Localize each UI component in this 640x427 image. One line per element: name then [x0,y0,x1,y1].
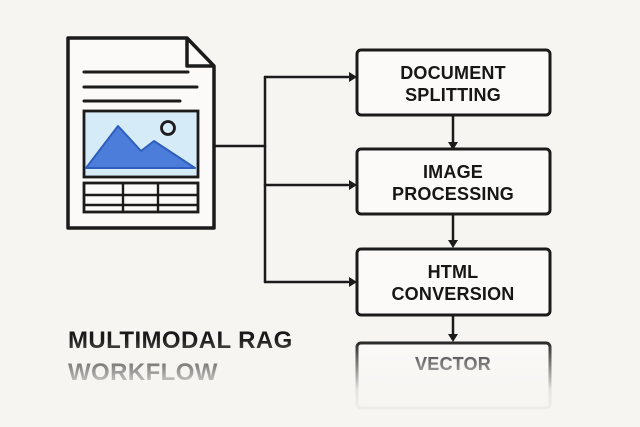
arrowhead-down-3 [448,334,458,342]
step-label-image-processing: IMAGE PROCESSING [391,162,515,204]
step-label-vector: VECTOR [415,354,491,374]
arrowheads [349,72,458,342]
arrowhead-to-step-2 [349,180,357,190]
diagram-title-line-1: MULTIMODAL RAG [68,327,293,354]
document-fold [185,38,214,68]
image-icon [82,109,200,179]
diagram-title-line-2: WORKFLOW [68,359,218,386]
arrowhead-down-1 [448,142,458,150]
connector-lines [212,75,455,336]
step-label-html-conversion: HTML CONVERSION [391,262,515,304]
mountain-shape [85,125,196,169]
step-box-html-conversion [355,247,552,317]
step-box-image-processing [355,147,552,216]
step-label-document-splitting: DOCUMENT SPLITTING [400,63,506,105]
step-box-document-splitting [355,48,552,117]
arrowhead-to-step-1 [349,72,357,82]
document-icon [66,36,216,230]
arrowhead-down-2 [448,240,458,248]
table-frame [82,181,200,214]
diagram-title: MULTIMODAL RAG WORKFLOW [68,325,328,389]
sun-icon [160,120,176,136]
arrowhead-to-step-3 [349,277,357,287]
table-icon [82,181,200,214]
